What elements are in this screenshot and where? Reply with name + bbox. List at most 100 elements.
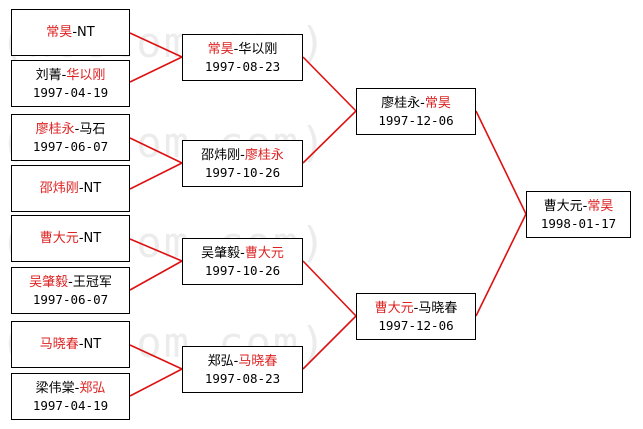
separator: -: [68, 274, 73, 290]
player-winner: 常昊: [46, 25, 73, 40]
match-box-r1-1: 常昊-NT: [11, 9, 130, 56]
match-date: 1997-08-23: [204, 58, 281, 74]
separator: -: [240, 147, 245, 163]
match-date: 1997-04-19: [32, 84, 109, 100]
player-winner: 常昊: [587, 198, 614, 214]
player-winner: 常昊: [207, 41, 234, 57]
player-winner: 华以刚: [66, 67, 106, 83]
player-loser: NT: [83, 337, 102, 352]
separator: -: [74, 121, 80, 137]
connector-line: [475, 110, 527, 215]
player-loser: NT: [83, 181, 102, 196]
match-box-r2-4: 郑弘-马晓春 1997-08-23: [182, 346, 303, 393]
player-loser: NT: [83, 231, 102, 246]
match-players: 邵炜刚-廖桂永: [201, 147, 284, 164]
match-players: 曹大元-NT: [40, 230, 101, 247]
player-loser: 廖桂永: [381, 95, 421, 111]
match-players: 梁伟棠-郑弘: [36, 380, 106, 397]
connector-line: [302, 260, 357, 317]
separator: -: [72, 25, 78, 40]
connector-line: [302, 56, 357, 112]
connector-line: [475, 213, 527, 317]
match-box-final: 曹大元-常昊 1998-01-17: [526, 191, 631, 238]
player-loser: 曹大元: [543, 198, 583, 214]
match-box-r2-3: 吴肇毅-曹大元 1997-10-26: [182, 238, 303, 285]
player-winner: 曹大元: [244, 245, 284, 261]
match-players: 刘菁-华以刚: [36, 67, 106, 84]
match-box-r3-1: 廖桂永-常昊 1997-12-06: [356, 88, 476, 135]
match-box-r2-2: 邵炜刚-廖桂永 1997-10-26: [182, 140, 303, 187]
match-date: 1997-12-06: [378, 112, 454, 128]
match-date: 1997-12-06: [378, 317, 454, 333]
separator: -: [413, 300, 419, 316]
player-loser: 马石: [79, 121, 106, 137]
separator: -: [240, 245, 245, 261]
match-players: 郑弘-马晓春: [208, 353, 278, 370]
separator: -: [582, 198, 588, 214]
match-box-r1-8: 梁伟棠-郑弘 1997-04-19: [11, 373, 130, 420]
connector-line: [129, 368, 183, 397]
player-winner: 曹大元: [39, 231, 79, 246]
separator: -: [78, 337, 84, 352]
connector-line: [302, 315, 357, 370]
match-players: 曹大元-马晓春: [375, 300, 458, 317]
player-loser: 马晓春: [418, 300, 458, 316]
player-winner: 常昊: [424, 95, 451, 111]
separator: -: [78, 231, 84, 246]
match-players: 常昊-NT: [46, 24, 94, 41]
player-loser: 吴肇毅: [201, 245, 241, 261]
player-winner: 郑弘: [79, 380, 106, 396]
match-date: 1997-06-07: [32, 138, 109, 154]
connector-line: [302, 110, 357, 164]
match-players: 吴肇毅-王冠军: [29, 274, 112, 291]
match-players: 廖桂永-马石: [36, 121, 106, 138]
match-players: 常昊-华以刚: [208, 41, 278, 58]
player-loser: 梁伟棠: [35, 380, 75, 396]
separator: -: [233, 41, 239, 57]
separator: -: [420, 95, 425, 111]
player-winner: 吴肇毅: [29, 274, 69, 290]
player-loser: 刘菁: [35, 67, 62, 83]
match-date: 1997-06-07: [32, 291, 109, 307]
match-players: 马晓春-NT: [40, 336, 101, 353]
separator: -: [233, 353, 239, 369]
player-loser: 邵炜刚: [201, 147, 241, 163]
connector-line: [129, 260, 183, 291]
match-box-r3-2: 曹大元-马晓春 1997-12-06: [356, 293, 476, 340]
match-box-r1-2: 刘菁-华以刚 1997-04-19: [11, 60, 130, 107]
match-players: 吴肇毅-曹大元: [201, 245, 284, 262]
separator: -: [74, 380, 80, 396]
player-loser: 王冠军: [72, 274, 112, 290]
player-winner: 马晓春: [39, 337, 79, 352]
player-winner: 廖桂永: [35, 121, 75, 137]
connector-line: [129, 238, 183, 262]
match-date: 1997-08-23: [204, 370, 281, 386]
match-box-r1-6: 吴肇毅-王冠军 1997-06-07: [11, 267, 130, 314]
player-winner: 邵炜刚: [39, 181, 79, 196]
player-winner: 曹大元: [374, 300, 414, 316]
separator: -: [61, 67, 67, 83]
connector-line: [129, 162, 183, 190]
match-box-r1-3: 廖桂永-马石 1997-06-07: [11, 114, 130, 161]
player-winner: 廖桂永: [244, 147, 284, 163]
separator: -: [78, 181, 84, 196]
match-date: 1997-10-26: [204, 262, 281, 278]
match-players: 廖桂永-常昊: [381, 95, 451, 112]
player-loser: 郑弘: [207, 353, 234, 369]
match-box-r1-5: 曹大元-NT: [11, 215, 130, 262]
connector-line: [129, 56, 183, 83]
connector-line: [129, 344, 183, 370]
player-loser: 华以刚: [238, 41, 278, 57]
match-players: 曹大元-常昊: [544, 198, 614, 215]
match-date: 1998-01-17: [540, 215, 617, 231]
connector-line: [129, 32, 183, 58]
match-players: 邵炜刚-NT: [40, 180, 101, 197]
player-winner: 马晓春: [238, 353, 278, 369]
match-date: 1997-10-26: [204, 164, 281, 180]
match-box-r2-1: 常昊-华以刚 1997-08-23: [182, 34, 303, 81]
connector-line: [129, 137, 183, 164]
match-box-r1-7: 马晓春-NT: [11, 321, 130, 368]
player-loser: NT: [77, 25, 95, 40]
match-box-r1-4: 邵炜刚-NT: [11, 165, 130, 212]
